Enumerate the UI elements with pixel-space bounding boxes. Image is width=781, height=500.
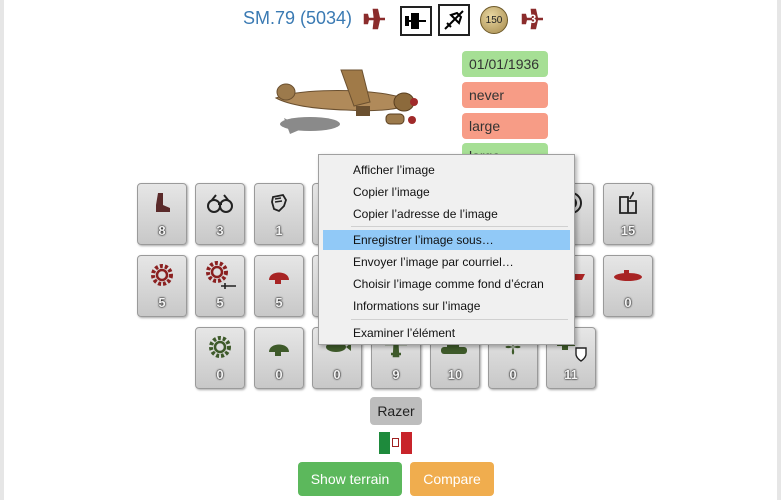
tile-count: 10: [447, 367, 463, 382]
right-page-edge: [777, 0, 781, 500]
tile-count: 0: [624, 295, 632, 310]
green-helmet-icon: [255, 334, 303, 360]
stat-tile-gear-sword[interactable]: 5: [195, 255, 245, 317]
stat-tile-boot[interactable]: 8: [137, 183, 187, 245]
italy-flag-icon: [379, 432, 412, 454]
tile-count: 0: [216, 367, 224, 382]
plane-red-icon: [362, 6, 388, 32]
show-terrain-button[interactable]: Show terrain: [298, 462, 402, 496]
medal-value: 150: [485, 14, 503, 26]
menu-item-examiner-element[interactable]: Examiner l’élément: [353, 326, 456, 340]
tile-count: 1: [275, 223, 283, 238]
gear-icon: [138, 262, 186, 288]
tile-count: 11: [564, 367, 578, 382]
red-helmet-icon: [255, 262, 303, 288]
stat-tile-red-submarine[interactable]: 0: [603, 255, 653, 317]
menu-separator: [351, 319, 568, 320]
menu-item-copier-adresse[interactable]: Copier l’adresse de l’image: [353, 207, 498, 221]
menu-item-copier-image[interactable]: Copier l’image: [353, 185, 430, 199]
razer-button[interactable]: Razer: [370, 397, 422, 425]
aircraft-image[interactable]: [266, 62, 426, 140]
unit-title: SM.79 (5034): [243, 8, 353, 28]
tile-count: 9: [392, 367, 400, 382]
stat-tile-gear[interactable]: 5: [137, 255, 187, 317]
menu-item-informations[interactable]: Informations sur l’image: [353, 299, 481, 313]
menu-item-fond-ecran[interactable]: Choisir l’image comme fond d’écran: [353, 277, 544, 291]
stat-tile-building[interactable]: 15: [603, 183, 653, 245]
red-submarine-icon: [604, 262, 652, 288]
tile-count: 8: [158, 223, 166, 238]
tile-count: 5: [275, 295, 283, 310]
building-fire-icon: [604, 190, 652, 216]
fighter-icon[interactable]: [438, 4, 470, 36]
stat-tile-green-helmet[interactable]: 0: [254, 327, 304, 389]
stat-tile-binoculars[interactable]: 3: [195, 183, 245, 245]
info-tag-never: never: [462, 82, 548, 108]
tile-count: 15: [620, 223, 636, 238]
tile-count: 5: [158, 295, 166, 310]
menu-item-afficher-image[interactable]: Afficher l’image: [353, 163, 435, 177]
menu-item-enregistrer-image[interactable]: Enregistrer l’image sous…: [323, 230, 570, 250]
stat-tile-fist[interactable]: 1: [254, 183, 304, 245]
binoculars-icon: [196, 190, 244, 216]
green-gear-icon: [196, 334, 244, 360]
tile-count: 3: [216, 223, 224, 238]
left-page-edge: [0, 0, 4, 500]
bomber-icon[interactable]: [400, 6, 432, 36]
menu-item-envoyer-courriel[interactable]: Envoyer l’image par courriel…: [353, 255, 514, 269]
tile-count: 0: [509, 367, 517, 382]
stat-tile-green-gear[interactable]: 0: [195, 327, 245, 389]
tile-count: 0: [275, 367, 283, 382]
tile-count: 5: [216, 295, 224, 310]
compare-button[interactable]: Compare: [410, 462, 494, 496]
date-tag: 01/01/1936: [462, 51, 548, 77]
stat-tile-red-helmet[interactable]: 5: [254, 255, 304, 317]
plane-count-value: 3: [529, 12, 537, 26]
info-tag-large: large: [462, 113, 548, 139]
menu-separator: [351, 226, 568, 227]
boot-icon: [138, 190, 186, 216]
fist-icon: [255, 190, 303, 216]
tile-count: 0: [333, 367, 341, 382]
stat-tile-helmet-shield[interactable]: 11: [546, 327, 596, 389]
propeller-icon: [489, 334, 537, 360]
gear-sword-icon: [196, 261, 244, 289]
plane-count-icon: 3: [520, 6, 546, 32]
cost-medal-icon: 150: [480, 6, 508, 34]
context-menu: Afficher l’image Copier l’image Copier l…: [318, 154, 575, 345]
